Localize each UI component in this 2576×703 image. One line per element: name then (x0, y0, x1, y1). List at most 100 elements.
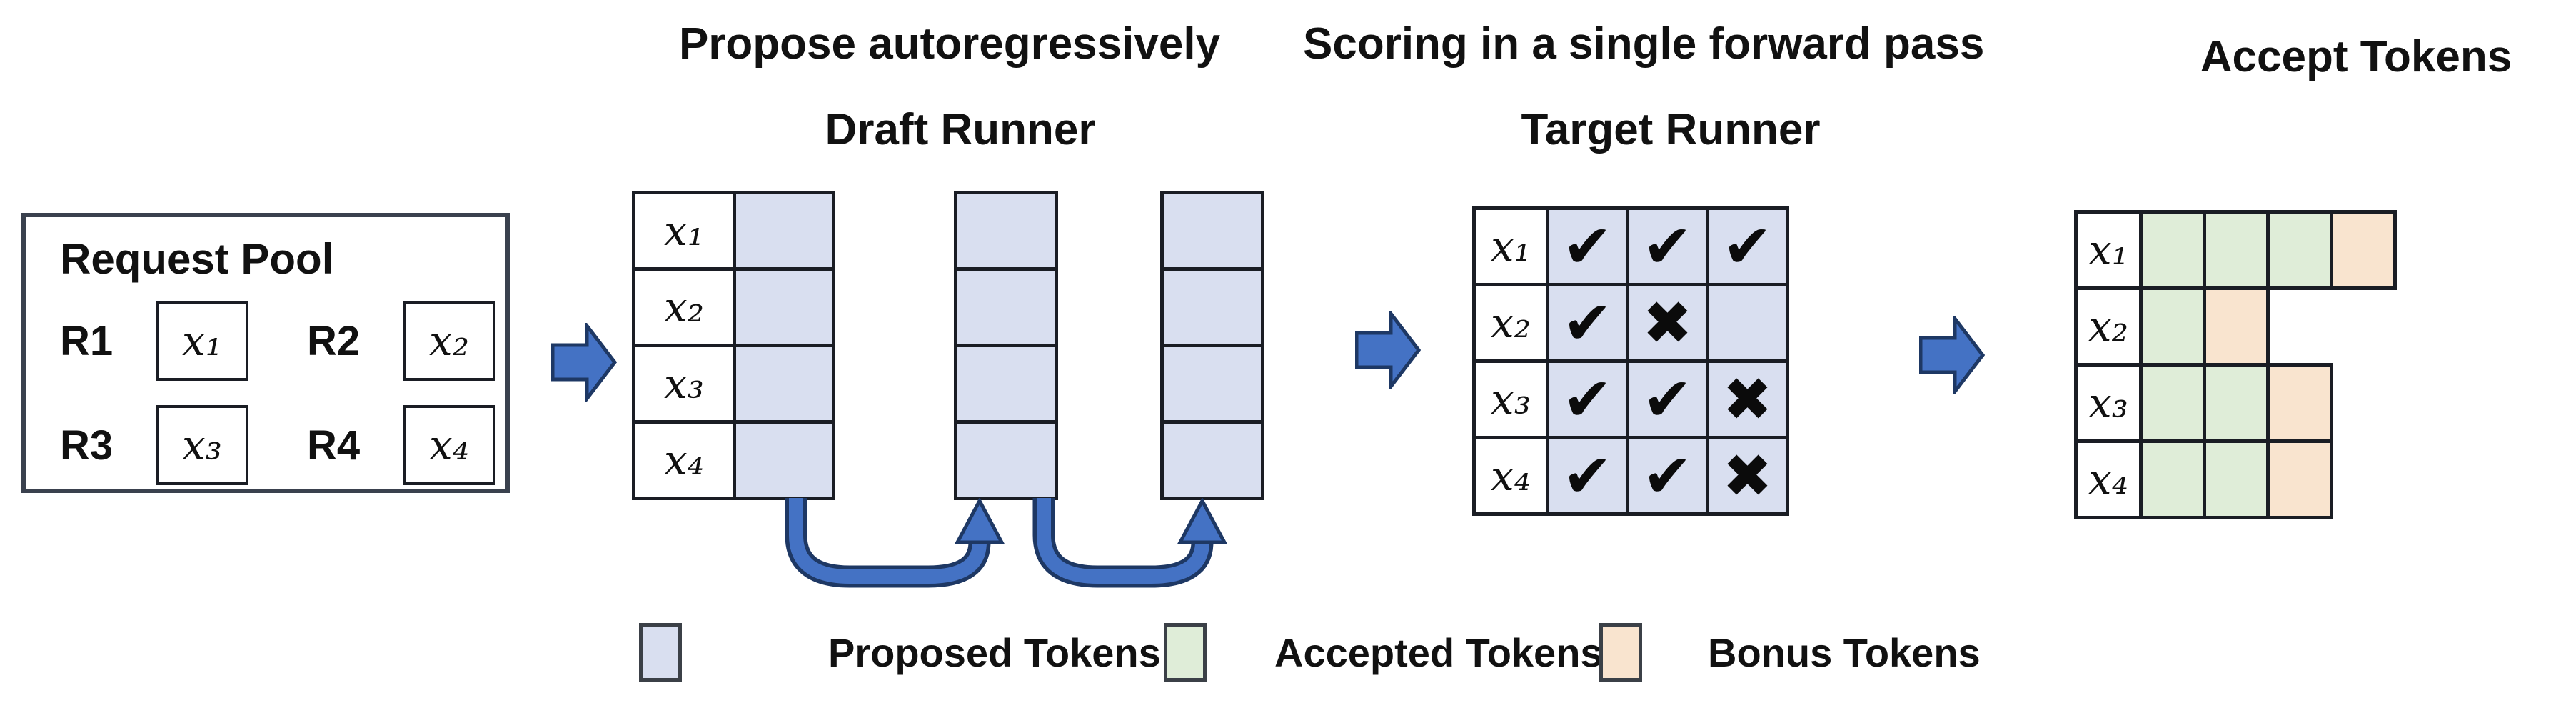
accepted-token-cell (2203, 363, 2270, 443)
token-label-cell: x₂ (1472, 283, 1549, 363)
table-row: x₂ (632, 267, 835, 347)
bonus-token-cell (2266, 439, 2333, 519)
flow-arrow-icon (1919, 316, 1985, 394)
token-label: x₃ (664, 359, 704, 408)
proposed-token-cell (1160, 420, 1264, 500)
check-icon: ✔ (1642, 441, 1693, 511)
legend-label: Bonus Tokens (1708, 629, 1981, 675)
check-icon: ✔ (1562, 441, 1613, 511)
accepted-token-cell (2139, 439, 2206, 519)
draft-step3-column (1160, 191, 1264, 500)
cross-icon: ✖ (1642, 288, 1693, 358)
token-label-cell: x₄ (2074, 439, 2143, 519)
proposed-token-cell (1160, 191, 1264, 271)
table-row (1160, 191, 1264, 271)
flow-arrow-icon (1355, 311, 1421, 389)
score-cell: ✔ (1706, 206, 1789, 286)
request-id: R3 (60, 422, 114, 469)
token-label: x₁ (2088, 226, 2128, 274)
token-label: x₁ (664, 206, 704, 255)
token-label: x₄ (664, 436, 704, 484)
bonus-token-cell (2330, 210, 2397, 290)
check-icon: ✔ (1722, 211, 1773, 281)
token-label-cell: x₃ (2074, 363, 2143, 443)
cross-icon: ✖ (1722, 441, 1773, 511)
proposed-color-swatch (639, 623, 682, 682)
target-runner-label: Target Runner (1521, 105, 1821, 154)
proposed-token-cell (954, 267, 1058, 347)
bonus-color-swatch (1599, 623, 1642, 682)
request-id: R1 (60, 317, 114, 364)
token-box: x₄ (403, 405, 495, 485)
accepted-token-cell (2139, 286, 2206, 367)
request-id: R4 (307, 422, 361, 469)
token-box: x₁ (156, 301, 248, 381)
check-icon: ✔ (1562, 211, 1613, 281)
token-box: x₃ (156, 405, 248, 485)
score-cell: ✔ (1546, 206, 1629, 286)
proposed-token-cell (733, 191, 835, 271)
request-pool-row: R1 x₁ R2 x₂ (60, 301, 505, 381)
draft-step2-column (954, 191, 1058, 500)
proposed-token-cell (733, 420, 835, 500)
score-cell: ✖ (1626, 283, 1709, 363)
draft-section-title: Propose autoregressively (678, 19, 1221, 69)
legend-item-proposed: Proposed Tokens (639, 623, 1161, 682)
bonus-token-cell (2266, 363, 2333, 443)
accepted-token-cell (2139, 210, 2206, 290)
proposed-token-cell (1160, 267, 1264, 347)
score-cell: ✔ (1626, 359, 1709, 439)
token-label-cell: x₁ (2074, 210, 2143, 290)
token-label-cell: x₂ (632, 267, 736, 347)
flow-arrow-icon (551, 323, 617, 402)
score-cell: ✖ (1706, 436, 1789, 516)
table-row (1160, 267, 1264, 347)
accepted-token-cell (2139, 363, 2206, 443)
token-label: x₄ (429, 421, 469, 469)
score-cell: ✔ (1546, 283, 1629, 363)
table-row: x₁ ✔ ✔ ✔ (1472, 206, 1789, 286)
check-icon: ✔ (1562, 364, 1613, 434)
proposed-token-cell (733, 267, 835, 347)
table-row (954, 344, 1058, 424)
table-row: x₄ (632, 420, 835, 500)
token-label: x₂ (1491, 299, 1531, 347)
token-label: x₁ (182, 316, 222, 365)
token-label: x₁ (1491, 222, 1531, 271)
request-id: R2 (307, 317, 361, 364)
proposed-token-cell (954, 420, 1058, 500)
token-box: x₂ (403, 301, 495, 381)
legend-label: Proposed Tokens (828, 629, 1161, 675)
proposed-token-cell (733, 344, 835, 424)
autoregressive-loop-arrows-icon (785, 498, 1228, 588)
score-cell: ✔ (1546, 359, 1629, 439)
table-row: x₁ (2074, 210, 2397, 290)
scoring-section-title: Scoring in a single forward pass (1303, 19, 1985, 69)
draft-step1-table: x₁ x₂ x₃ x₄ (632, 191, 835, 500)
cross-icon: ✖ (1722, 364, 1773, 434)
check-icon: ✔ (1642, 364, 1693, 434)
table-row: x₃ (632, 344, 835, 424)
legend-label: Accepted Tokens (1274, 629, 1603, 675)
request-pool-row: R3 x₃ R4 x₄ (60, 405, 505, 485)
token-label: x₄ (1491, 452, 1531, 500)
proposed-token-cell (954, 344, 1058, 424)
table-row: x₄ ✔ ✔ ✖ (1472, 436, 1789, 516)
table-row: x₃ (2074, 363, 2397, 443)
legend-item-bonus: Bonus Tokens (1599, 623, 1981, 682)
table-row (1160, 420, 1264, 500)
table-row (954, 267, 1058, 347)
token-label-cell: x₄ (1472, 436, 1549, 516)
check-icon: ✔ (1642, 211, 1693, 281)
score-cell: ✔ (1546, 436, 1629, 516)
target-scoring-table: x₁ ✔ ✔ ✔ x₂ ✔ ✖ x₃ ✔ ✔ ✖ x₄ ✔ ✔ ✖ (1472, 206, 1789, 516)
legend-item-accepted: Accepted Tokens (1164, 623, 1603, 682)
table-row (954, 191, 1058, 271)
token-label: x₃ (182, 421, 222, 469)
table-row: x₂ (2074, 286, 2397, 367)
score-cell: ✖ (1706, 359, 1789, 439)
token-label: x₂ (429, 316, 469, 365)
token-label-cell: x₂ (2074, 286, 2143, 367)
token-label-cell: x₁ (1472, 206, 1549, 286)
